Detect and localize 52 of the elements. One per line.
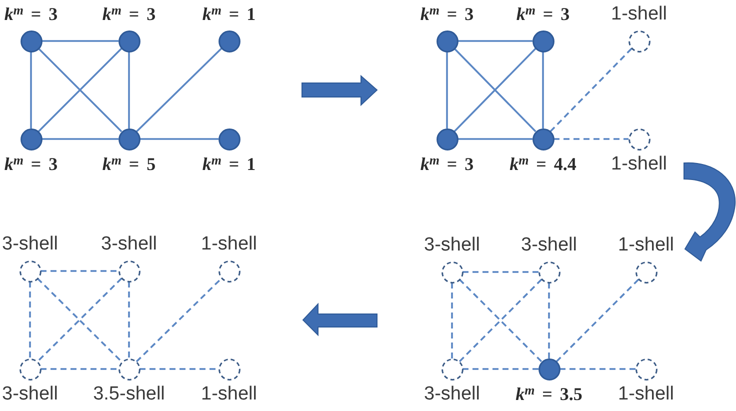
node-label: 1-shell bbox=[618, 384, 674, 406]
dashed-edge bbox=[560, 368, 636, 370]
graph-edge bbox=[542, 52, 544, 128]
graph-edge bbox=[458, 138, 532, 140]
node-label: 3-shell bbox=[424, 236, 480, 256]
graph-edge bbox=[458, 40, 532, 42]
crossing-edges bbox=[453, 48, 537, 132]
node-label: 3-shell bbox=[424, 384, 480, 406]
node-label: k$^{m}$ = 3 bbox=[420, 5, 474, 25]
crossing-edges bbox=[38, 48, 122, 132]
dashed-edge bbox=[554, 138, 628, 140]
node-label: k$^{m}$ = 3 bbox=[4, 155, 58, 175]
node-label: 1-shell bbox=[618, 236, 674, 256]
graph-edge bbox=[128, 52, 130, 128]
node-label: 1-shell bbox=[611, 154, 667, 176]
graph-edge bbox=[30, 52, 32, 128]
node-label: k$^{m}$ = 1 bbox=[202, 155, 256, 175]
node-label: 3-shell bbox=[521, 236, 577, 256]
node-label: k$^{m}$ = 3.5 bbox=[516, 385, 582, 405]
node-label: k$^{m}$ = 1 bbox=[202, 5, 256, 25]
graph-edge bbox=[136, 48, 222, 132]
dashed-edge bbox=[451, 282, 453, 358]
dashed-edge bbox=[462, 271, 538, 273]
node-label: k$^{m}$ = 3 bbox=[4, 5, 58, 25]
dashed-edge bbox=[550, 48, 632, 132]
node-label: k$^{m}$ = 3 bbox=[102, 5, 156, 25]
node-label: k$^{m}$ = 3 bbox=[420, 155, 474, 175]
node-label: 1-shell bbox=[611, 4, 667, 26]
dashed-edge bbox=[556, 278, 640, 362]
dashed-edge bbox=[548, 282, 550, 358]
node-label: 3-shell bbox=[2, 384, 58, 406]
node-label: k$^{m}$ = 5 bbox=[102, 155, 156, 175]
dashed-edge bbox=[140, 368, 218, 370]
dashed-edge bbox=[136, 278, 222, 362]
graph-edge bbox=[42, 40, 118, 42]
graph-edge bbox=[42, 138, 118, 140]
dashed-edge bbox=[29, 282, 31, 358]
dashed-edge bbox=[40, 368, 118, 370]
node-label: 3-shell bbox=[101, 234, 157, 256]
dashed-edge bbox=[40, 270, 118, 272]
node-label: 1-shell bbox=[201, 384, 257, 406]
dashed-edge bbox=[128, 282, 130, 358]
graph-edge bbox=[446, 52, 448, 128]
node-label: 3-shell bbox=[2, 234, 58, 256]
node-label: k$^{m}$ = 4.4 bbox=[510, 155, 576, 175]
dashed-crossing-edges bbox=[458, 278, 542, 362]
dashed-edge bbox=[462, 368, 538, 370]
node-label: 3.5-shell bbox=[93, 384, 165, 406]
graph-edge bbox=[140, 138, 218, 140]
dashed-crossing-edges bbox=[36, 277, 122, 363]
node-label: k$^{m}$ = 3 bbox=[516, 5, 570, 25]
node-label: 1-shell bbox=[201, 234, 257, 256]
